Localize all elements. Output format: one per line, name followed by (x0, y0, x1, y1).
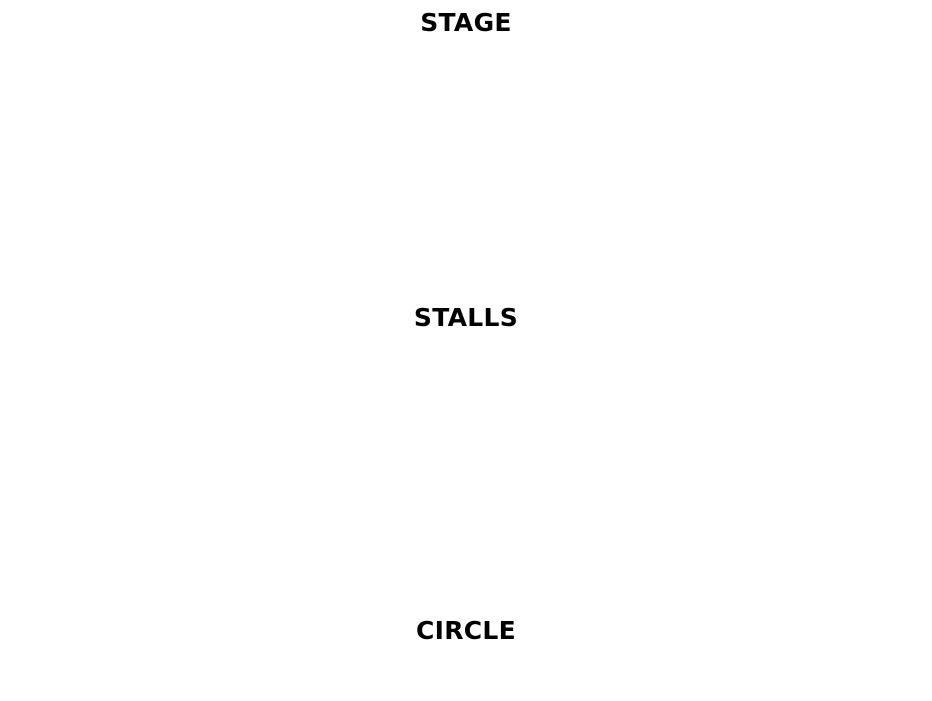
stage-label: STAGE (420, 8, 512, 37)
stalls-label: STALLS (413, 303, 519, 332)
circle-label: CIRCLE (415, 616, 517, 645)
